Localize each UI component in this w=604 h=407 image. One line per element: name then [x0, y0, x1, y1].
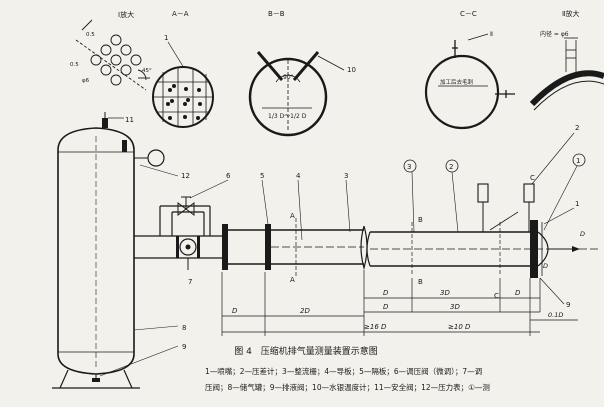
- measuring-pipe-callouts: 3 2 1 2 1 9 C B B C: [403, 124, 586, 309]
- callout-circle-3: 3: [407, 163, 411, 171]
- callout-circle-1: 1: [576, 157, 580, 165]
- callout-11: 11: [125, 116, 134, 124]
- section-cc-ref: Ⅱ: [490, 31, 493, 38]
- dim-d-5: D: [580, 230, 585, 238]
- section-bb-view: B－B 90° 1/3 D～1/2 D 10: [248, 10, 356, 137]
- callout-9-drain: 9: [182, 343, 186, 351]
- dim-0-1d: 0.1D: [548, 311, 563, 319]
- detail-i-title: Ⅰ放大: [118, 10, 134, 19]
- dim-d-1: D: [232, 307, 238, 315]
- section-aa-callout: 1: [164, 34, 168, 42]
- dim-d-2: D: [383, 289, 389, 297]
- callout-8: 8: [182, 324, 186, 332]
- section-mark-a-top: A: [290, 212, 295, 220]
- dim-d-6: D: [543, 262, 548, 270]
- straightener-section: [222, 218, 368, 276]
- detail-i-view: Ⅰ放大 0.5 0.5 φ6 45°: [70, 10, 152, 91]
- callout-12: 12: [181, 172, 190, 180]
- dim-16d: ≥16 D: [364, 323, 387, 331]
- section-mark-a-bottom: A: [290, 276, 295, 284]
- section-mark-c-bottom: C: [494, 292, 499, 300]
- measuring-pipe: [366, 183, 600, 278]
- section-mark-b-top: B: [418, 216, 423, 224]
- section-aa-title: A－A: [172, 10, 189, 18]
- figure-caption: 图 4 压缩机排气量测量装置示意图: [234, 345, 378, 357]
- callout-9: 9: [566, 301, 570, 309]
- dim-2d: 2D: [300, 307, 310, 315]
- dim-3d-2: 3D: [450, 303, 460, 311]
- dim-d-4: D: [383, 303, 389, 311]
- dimension-lines: [221, 270, 578, 336]
- section-bb-callout: 10: [347, 66, 356, 74]
- legend-line-2: 压阀；8—储气罐；9—排液阀；10—水银温度计；11—安全阀；12—压力表；①—…: [205, 382, 490, 392]
- callout-1: 1: [575, 200, 579, 208]
- callout-6: 6: [226, 172, 231, 180]
- detail-ii-view: Ⅱ放大 内径 = φ6: [529, 9, 604, 111]
- section-aa-view: A－A 1: [152, 10, 214, 128]
- section-bb-angle: 90°: [283, 74, 294, 81]
- dim-3d-1: 3D: [440, 289, 450, 297]
- dim-10d: ≥10 D: [448, 323, 471, 331]
- section-bb-chord: 1/3 D～1/2 D: [268, 113, 307, 120]
- section-bb-title: B－B: [268, 10, 285, 18]
- inlet-piping: [134, 196, 222, 270]
- section-cc-note: 加工后去毛刺: [440, 78, 474, 86]
- detail-i-dim-2: 0.5: [70, 62, 79, 68]
- dim-d-3: D: [515, 289, 521, 297]
- detail-ii-title: Ⅱ放大: [562, 9, 579, 18]
- detail-i-dim-1: 0.5: [86, 32, 95, 38]
- detail-ii-inner: 内径 = φ6: [540, 30, 569, 38]
- callout-circle-2: 2: [449, 163, 453, 171]
- callout-5: 5: [260, 172, 264, 180]
- section-mark-b-bottom: B: [418, 278, 423, 286]
- detail-i-phi: φ6: [82, 78, 90, 84]
- legend-line-1: 1—喷嘴；2—压差计；3—整流栅；4—导板；5—隔板；6—调压阀（微调）；7—调: [205, 366, 482, 376]
- section-cc-view: C－C Ⅱ 加工后去毛刺: [424, 10, 515, 130]
- section-cc-title: C－C: [460, 10, 477, 18]
- callout-2: 2: [575, 124, 579, 132]
- detail-i-angle: 45°: [142, 68, 152, 74]
- air-tank: [52, 112, 165, 389]
- callout-4: 4: [296, 172, 301, 180]
- callout-letter-c: C: [530, 174, 535, 182]
- callout-7: 7: [188, 278, 192, 286]
- callout-3: 3: [344, 172, 348, 180]
